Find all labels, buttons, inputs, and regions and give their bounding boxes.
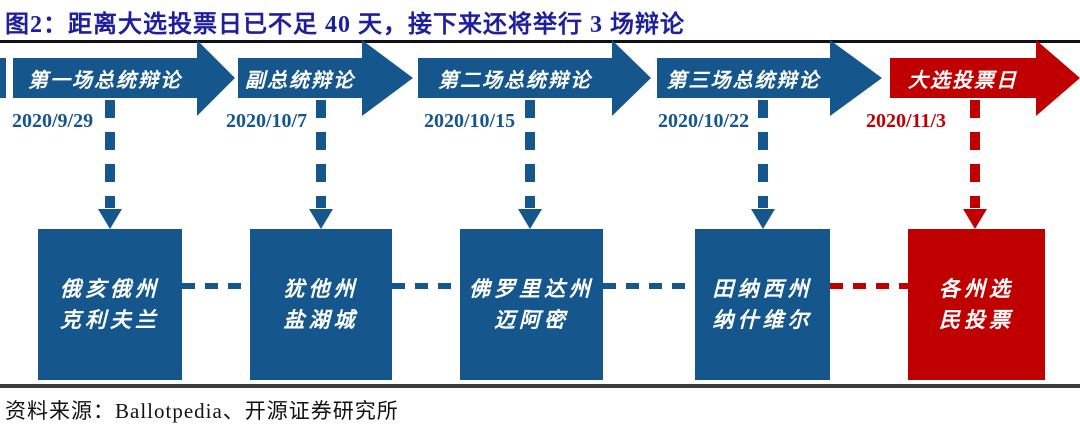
location-line2: 迈阿密 — [494, 307, 569, 332]
down-arrowhead-icon-4 — [751, 209, 775, 229]
down-arrowhead-icon-5 — [963, 209, 987, 229]
down-arrowhead-icon-3 — [518, 209, 542, 229]
down-connector-3 — [525, 100, 535, 208]
right-arrowhead-icon-2 — [362, 40, 413, 116]
debate-banner-4: 第三场总统辩论 — [657, 58, 830, 98]
box-connector-3 — [603, 283, 695, 289]
date-label-5: 2020/11/3 — [866, 110, 947, 132]
right-arrowhead-icon-3 — [612, 40, 651, 116]
banner-label-2: 副总统辩论 — [245, 69, 355, 92]
down-arrowhead-icon-2 — [309, 209, 333, 229]
location-line2: 纳什维尔 — [712, 307, 813, 332]
down-connector-1 — [105, 100, 115, 208]
location-box-5: 各州选 民投票 — [908, 229, 1045, 380]
banner-label-4: 第三场总统辩论 — [666, 69, 821, 92]
location-line2: 盐湖城 — [283, 307, 359, 332]
debate-banner-5: 大选投票日 — [890, 58, 1036, 98]
location-box-4: 田纳西州 纳什维尔 — [695, 229, 830, 380]
right-arrowhead-icon-1 — [197, 40, 235, 116]
debate-banner-3: 第二场总统辩论 — [418, 58, 612, 98]
date-label-4: 2020/10/22 — [658, 110, 750, 132]
box-connector-2 — [392, 283, 460, 289]
location-box-1: 俄亥俄州 克利夫兰 — [38, 229, 182, 380]
debate-banner-1: 第一场总统辩论 — [13, 58, 197, 98]
location-line2: 民投票 — [939, 307, 1014, 332]
date-label-1: 2020/9/29 — [12, 110, 94, 132]
title-divider — [0, 40, 1080, 43]
down-connector-2 — [316, 100, 326, 208]
date-label-3: 2020/10/15 — [424, 110, 516, 132]
location-line1: 俄亥俄州 — [60, 276, 160, 301]
source-note: 资料来源：Ballotpedia、开源证券研究所 — [5, 399, 399, 423]
box-connector-4 — [830, 283, 908, 289]
bottom-divider — [0, 384, 1080, 388]
banner-label-1: 第一场总统辩论 — [28, 69, 182, 92]
right-arrowhead-icon-4 — [830, 40, 882, 116]
location-line1: 佛罗里达州 — [469, 276, 594, 301]
location-box-3: 佛罗里达州 迈阿密 — [460, 229, 603, 380]
location-box-2: 犹他州 盐湖城 — [250, 229, 392, 380]
right-arrowhead-icon-5 — [1036, 40, 1080, 116]
location-line2: 克利夫兰 — [60, 307, 160, 332]
figure-title: 图2：距离大选投票日已不足 40 天，接下来还将举行 3 场辩论 — [5, 12, 685, 38]
chain-tail-bar — [0, 58, 6, 98]
debate-banner-2: 副总统辩论 — [238, 58, 362, 98]
down-arrowhead-icon-1 — [98, 209, 122, 229]
banner-label-3: 第二场总统辩论 — [438, 69, 592, 92]
down-connector-4 — [758, 100, 768, 208]
location-line1: 犹他州 — [283, 276, 359, 301]
location-line1: 各州选 — [939, 276, 1014, 301]
box-connector-1 — [182, 283, 250, 289]
location-line1: 田纳西州 — [712, 276, 813, 301]
down-connector-5 — [970, 100, 980, 208]
banner-label-5: 大选投票日 — [908, 69, 1018, 92]
date-label-2: 2020/10/7 — [226, 110, 308, 132]
